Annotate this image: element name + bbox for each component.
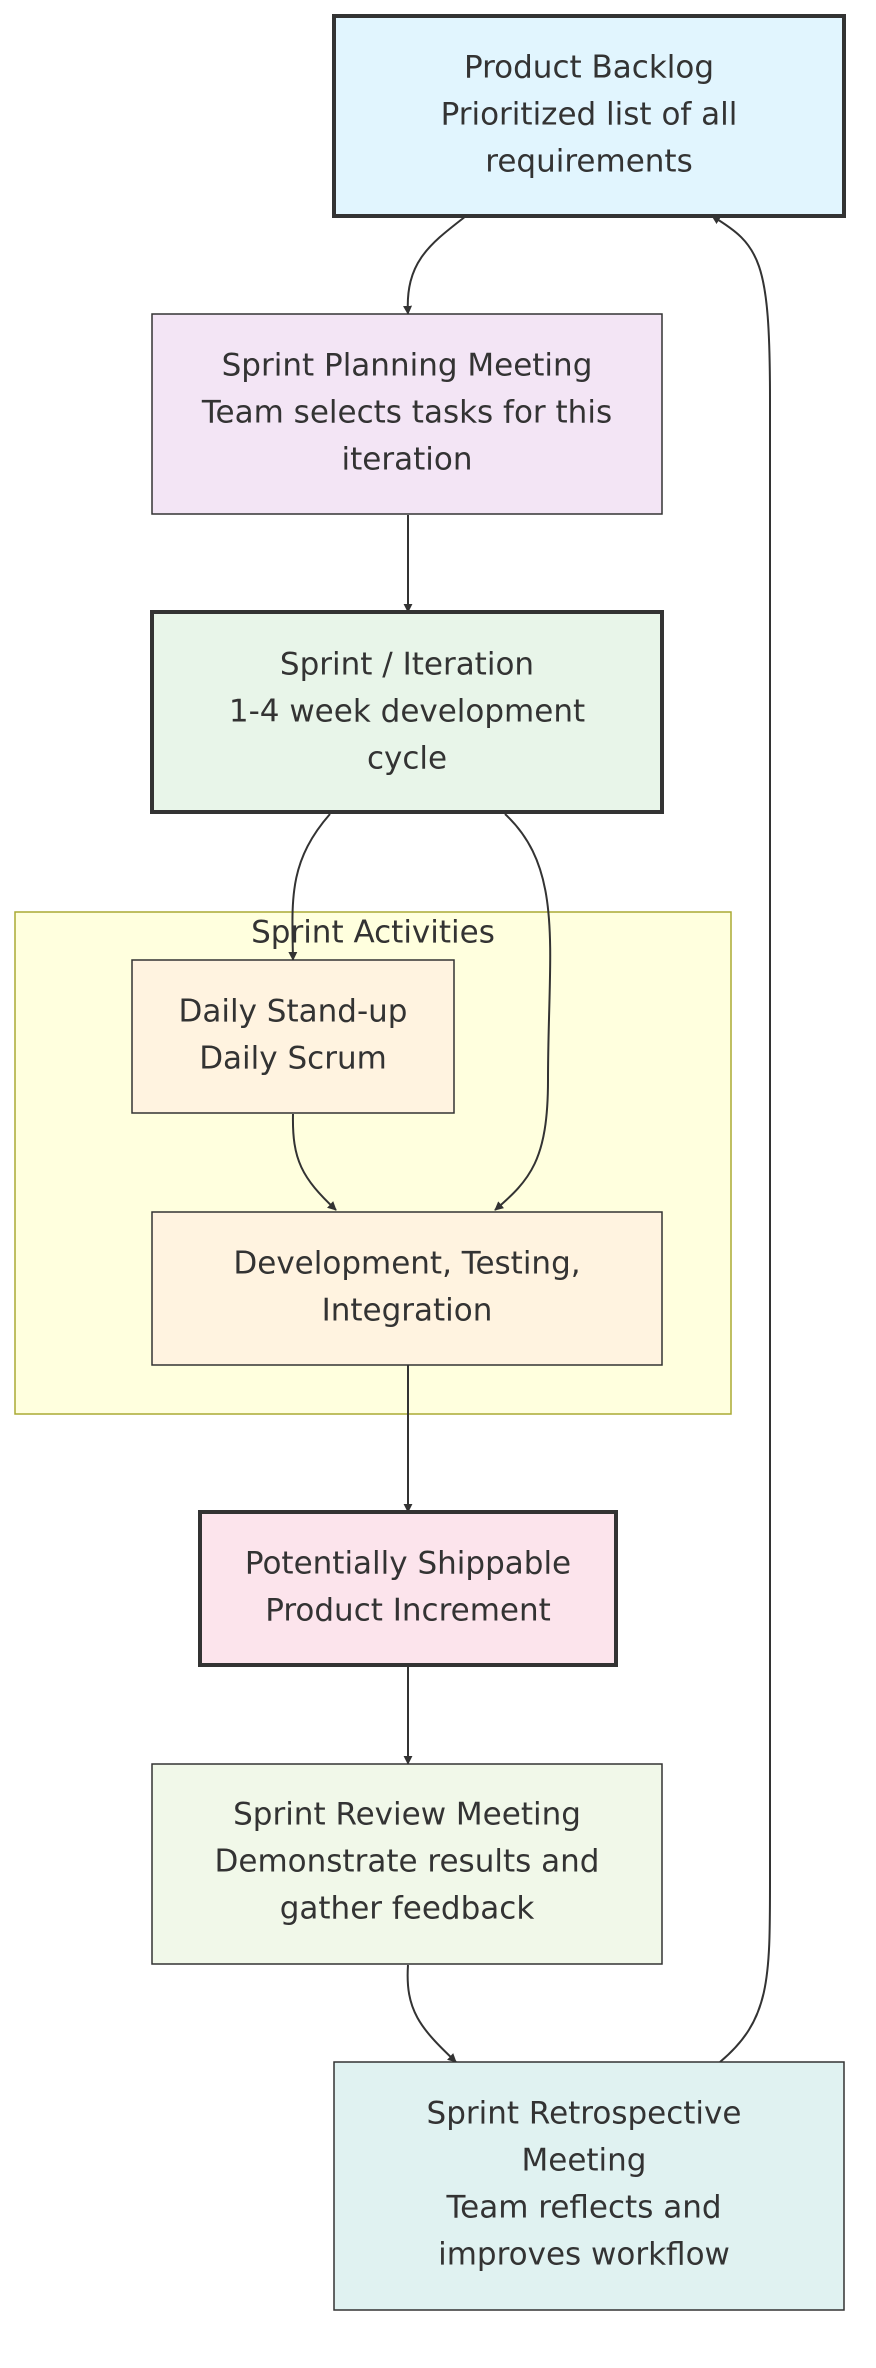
node-label-line: Team reflects and (445, 2190, 721, 2226)
node-box (198, 1510, 618, 1667)
node-label-line: Demonstrate results and (215, 1844, 600, 1880)
node-sprint-retrospective: Sprint Retrospective Meeting Team reflec… (333, 2061, 845, 2311)
node-label-line: Meeting (522, 2143, 647, 2179)
edge-backlog-to-planning (403, 215, 467, 315)
node-label-line: Product Increment (265, 1593, 551, 1629)
node-sprint-review: Sprint Review Meeting Demonstrate result… (151, 1763, 663, 1965)
node-label-line: cycle (367, 741, 447, 777)
node-label-line: gather feedback (280, 1891, 535, 1927)
node-daily-standup: Daily Stand-up Daily Scrum (131, 959, 455, 1114)
node-box (333, 2061, 845, 2311)
node-label-line: 1-4 week development (229, 694, 585, 730)
node-box (151, 1763, 663, 1965)
node-box (151, 1211, 663, 1366)
node-label-line: Development, Testing, (233, 1246, 580, 1282)
node-label-line: improves workflow (438, 2237, 730, 2273)
edge-sprint-to-development (494, 813, 552, 1211)
node-sprint-planning: Sprint Planning Meeting Team selects tas… (151, 313, 663, 515)
node-label-line: Sprint / Iteration (280, 647, 534, 683)
edge-review-to-retrospective (406, 1964, 457, 2063)
node-box (131, 959, 455, 1114)
node-label-line: Daily Scrum (199, 1041, 387, 1077)
node-label-line: Daily Stand-up (179, 994, 408, 1030)
node-box (150, 610, 664, 814)
cluster-label: Sprint Activities (251, 915, 495, 951)
edge-standup-to-development (291, 1113, 337, 1211)
node-label-line: Sprint Planning Meeting (222, 348, 593, 384)
node-label-line: Sprint Review Meeting (233, 1797, 581, 1833)
edge-sprint-to-standup (288, 813, 331, 961)
node-development-testing: Development, Testing, Integration (151, 1211, 663, 1366)
edges (288, 215, 771, 2063)
node-label-line: requirements (485, 144, 692, 180)
node-backlog: Product Backlog Prioritized list of all … (332, 14, 846, 218)
node-label-line: iteration (342, 442, 473, 478)
node-box (332, 14, 846, 218)
node-label-line: Potentially Shippable (245, 1546, 571, 1582)
node-product-increment: Potentially Shippable Product Increment (198, 1510, 618, 1667)
node-label-line: Team selects tasks for this (201, 395, 612, 431)
node-sprint-iteration: Sprint / Iteration 1-4 week development … (150, 610, 664, 814)
edge-retrospective-to-backlog (711, 215, 771, 2063)
node-label-line: Prioritized list of all (441, 97, 738, 133)
node-label-line: Sprint Retrospective (427, 2096, 742, 2132)
node-box (151, 313, 663, 515)
node-label-line: Integration (322, 1293, 493, 1329)
node-label-line: Product Backlog (464, 50, 714, 86)
